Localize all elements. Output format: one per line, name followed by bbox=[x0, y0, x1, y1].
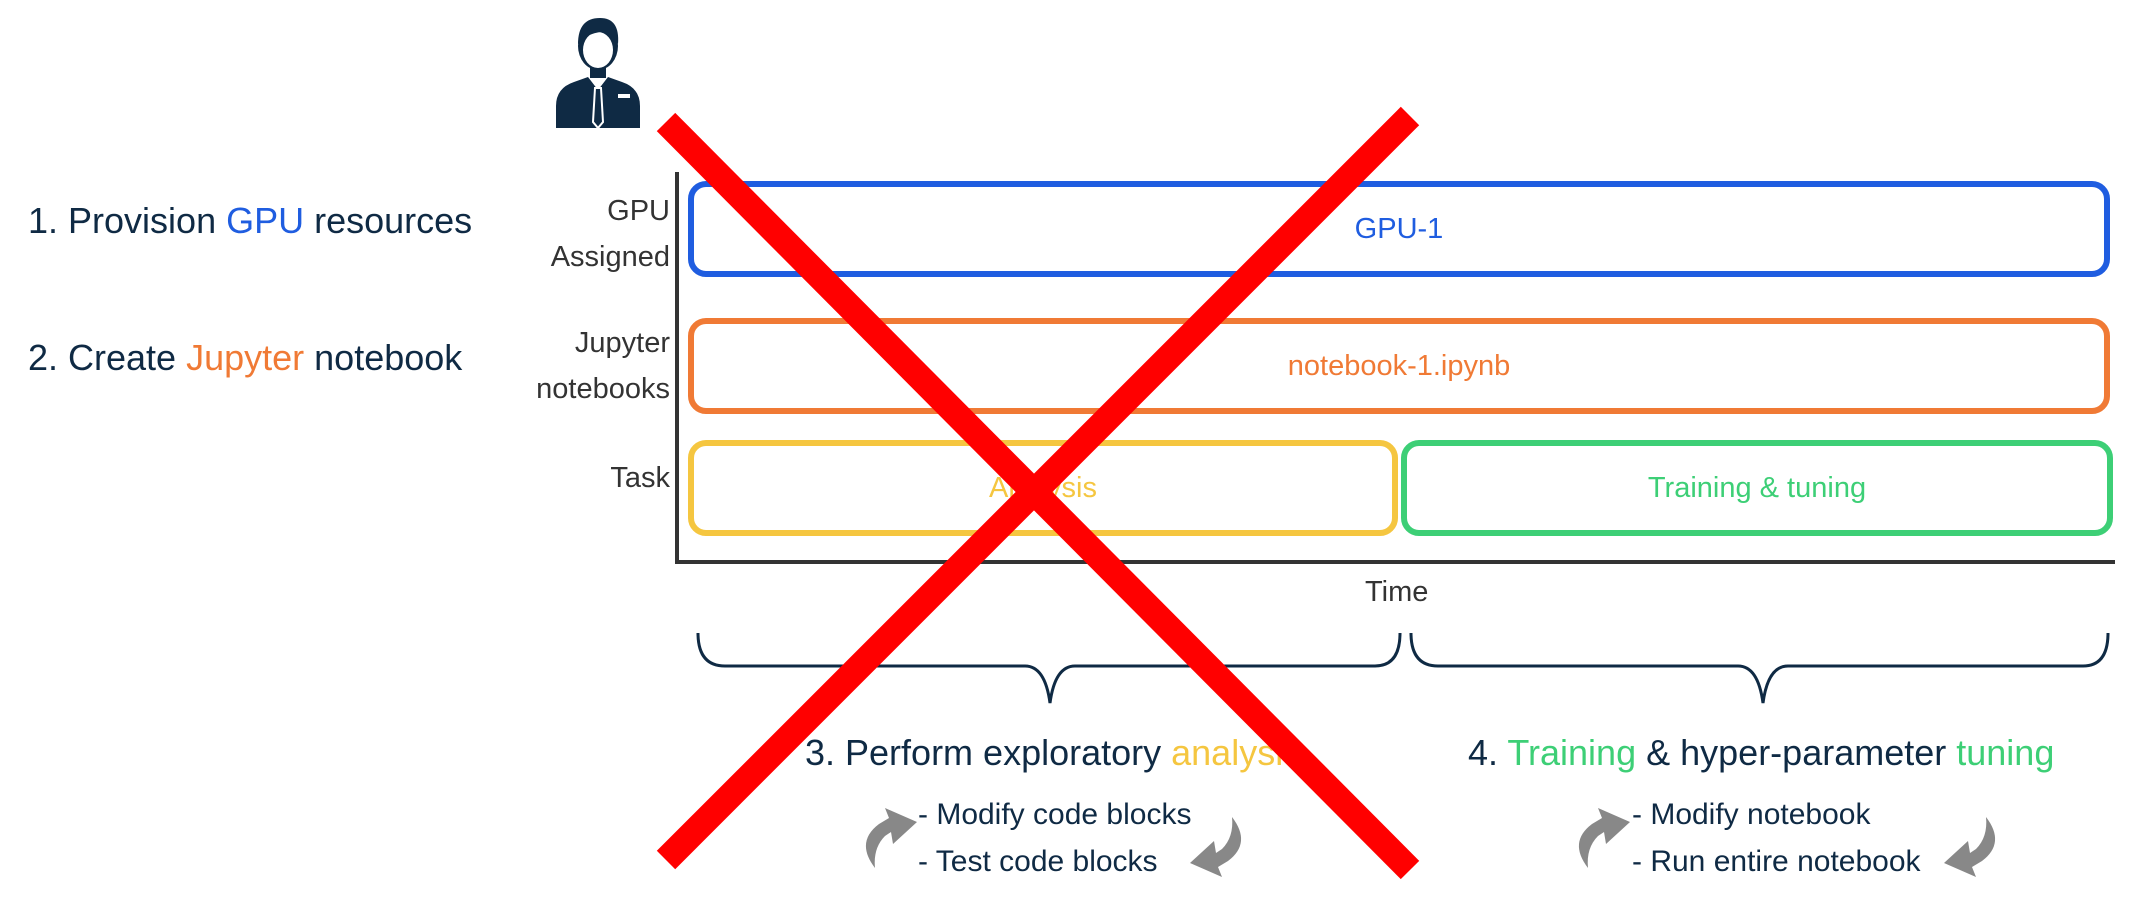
step-4-middle: & hyper-parameter bbox=[1636, 732, 1957, 773]
step-3-prefix: 3. Perform exploratory bbox=[805, 732, 1172, 773]
lane-gpu-1: GPU-1 bbox=[688, 181, 2110, 277]
step-2-highlight: Jupyter bbox=[186, 337, 305, 378]
step-1-highlight: GPU bbox=[226, 200, 305, 241]
row-label-gpu-line2: Assigned bbox=[550, 241, 670, 273]
cycle-arrow-down-icon-2 bbox=[1944, 817, 1996, 877]
user-icon bbox=[556, 18, 640, 128]
left-bullet-2: - Test code blocks bbox=[918, 845, 1158, 878]
cycle-arrow-up-icon-2 bbox=[1578, 808, 1630, 868]
step-4-training-tuning: 4. Training & hyper-parameter tuning bbox=[1468, 732, 2054, 774]
step-2-suffix: notebook bbox=[304, 337, 463, 378]
step-2-create-notebook: 2. Create Jupyter notebook bbox=[28, 337, 462, 379]
row-label-task-text: Task bbox=[610, 462, 670, 494]
lane-notebook-1-label: notebook-1.ipynb bbox=[1287, 349, 1511, 382]
row-label-notebooks: Jupyter notebooks bbox=[510, 320, 670, 412]
brace-analysis bbox=[696, 632, 1402, 704]
left-bullet-1: - Modify code blocks bbox=[918, 798, 1192, 831]
row-label-gpu-line1: GPU bbox=[607, 195, 670, 227]
row-label-gpu: GPU Assigned bbox=[510, 188, 670, 280]
step-3-exploratory-analysis: 3. Perform exploratory analysis bbox=[805, 732, 1301, 774]
lane-training-tuning: Training & tuning bbox=[1401, 440, 2113, 536]
row-label-task: Task bbox=[510, 455, 670, 501]
cycle-arrow-up-icon bbox=[865, 808, 917, 868]
step-4-highlight-tuning: tuning bbox=[1956, 732, 2055, 773]
x-axis-label: Time bbox=[1365, 576, 1429, 608]
row-label-notebooks-line2: notebooks bbox=[536, 373, 670, 405]
row-label-notebooks-line1: Jupyter bbox=[574, 327, 670, 359]
step-4-highlight-training: Training bbox=[1507, 732, 1637, 773]
step-1-prefix: 1. Provision bbox=[28, 200, 227, 241]
step-1-suffix: resources bbox=[304, 200, 473, 241]
lane-gpu-1-label: GPU-1 bbox=[1354, 212, 1444, 245]
cycle-arrow-down-icon bbox=[1190, 817, 1242, 877]
lane-training-tuning-label: Training & tuning bbox=[1647, 471, 1867, 504]
x-axis-line bbox=[675, 560, 2115, 564]
brace-training bbox=[1409, 632, 2110, 704]
lane-notebook-1: notebook-1.ipynb bbox=[688, 318, 2110, 414]
step-4-prefix: 4. bbox=[1468, 732, 1508, 773]
step-1-provision-gpu: 1. Provision GPU resources bbox=[28, 200, 472, 242]
right-bullet-2: - Run entire notebook bbox=[1632, 845, 1921, 878]
right-bullet-1: - Modify notebook bbox=[1632, 798, 1871, 831]
step-2-prefix: 2. Create bbox=[28, 337, 187, 378]
y-axis-line bbox=[675, 172, 679, 564]
